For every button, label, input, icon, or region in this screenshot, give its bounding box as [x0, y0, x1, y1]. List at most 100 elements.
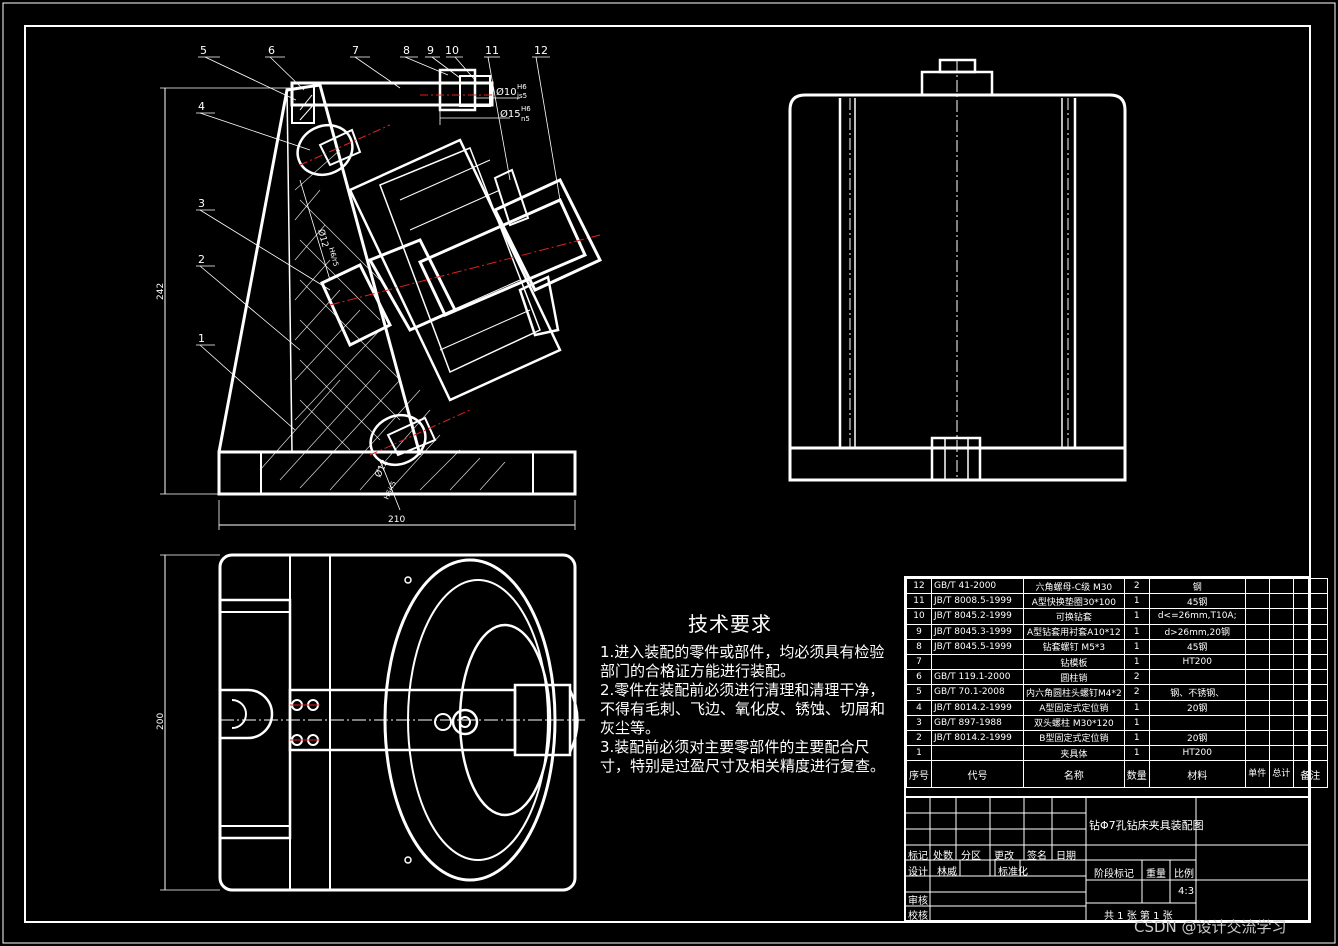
- bom-cell-u: [1244, 623, 1270, 640]
- bom-cell-u: [1244, 638, 1270, 655]
- bom-cell-material: [1148, 669, 1246, 686]
- bom-cell-t: [1268, 745, 1294, 762]
- bom-cell-u: [1244, 653, 1270, 671]
- bom-cell-code: [931, 745, 1024, 762]
- bom-cell-qty: 1: [1123, 745, 1150, 762]
- bom-cell-material: HT200: [1148, 653, 1246, 671]
- bom-cell-no: 3: [906, 714, 932, 731]
- tech-item-1: 1.进入装配的零件或部件，均必须具有检验部门的合格证方能进行装配。: [600, 643, 885, 680]
- balloon-8: 8: [403, 44, 410, 57]
- bom-cell-material: d<=26mm,T10A;: [1148, 608, 1246, 625]
- bom-header-row: 序号 代号 名称 数量 材料 单件 总计 备注: [906, 760, 1328, 789]
- balloon-labels: 5 6 7 8 9 10 11 12 4 3 2 1: [198, 44, 548, 345]
- balloon-11: 11: [485, 44, 499, 57]
- dim-height: 242: [156, 283, 166, 300]
- bom-cell-u: [1244, 684, 1270, 701]
- bom-cell-name: 夹具体: [1023, 745, 1125, 762]
- bom-cell-code: JB/T 8014.2-1999: [931, 699, 1024, 716]
- balloon-6: 6: [268, 44, 275, 57]
- bom-cell-note: [1292, 577, 1328, 595]
- bom-cell-t: [1268, 623, 1294, 640]
- frame-border: [24, 25, 1311, 923]
- bom-cell-name: B型固定式定位销: [1023, 729, 1125, 747]
- dim-phi15-fit-top: H6: [521, 105, 531, 113]
- side-view: [788, 58, 1127, 482]
- bom-cell-u: [1244, 699, 1270, 716]
- bom-cell-qty: 1: [1123, 699, 1150, 716]
- bom-cell-name: 可换钻套: [1023, 608, 1125, 625]
- bom-cell-no: 8: [906, 638, 932, 655]
- bom-cell-code: GB/T 41-2000: [931, 577, 1024, 595]
- tb-count: 处数: [933, 851, 953, 862]
- bom-cell-no: 12: [906, 577, 932, 595]
- bom-cell-material: 钢、不锈钢、: [1148, 684, 1246, 701]
- bom-cell-note: [1292, 699, 1328, 716]
- bom-cell-t: [1268, 577, 1294, 595]
- tb-review: 审核: [908, 896, 928, 907]
- bom-cell-note: [1292, 745, 1328, 762]
- bom-cell-no: 11: [906, 593, 932, 610]
- bom-cell-no: 6: [906, 669, 932, 686]
- bom-cell-material: 20钢: [1148, 729, 1246, 747]
- bom-cell-note: [1292, 638, 1328, 655]
- bom-cell-material: 45钢: [1148, 638, 1246, 655]
- bom-cell-qty: 2: [1123, 577, 1150, 595]
- bom-cell-note: [1292, 684, 1328, 701]
- bom-cell-note: [1292, 593, 1328, 610]
- bom-cell-code: JB/T 8045.2-1999: [931, 608, 1024, 625]
- bom-cell-note: [1292, 729, 1328, 747]
- bom-cell-qty: 1: [1123, 593, 1150, 610]
- tb-scale: 4:3: [1178, 886, 1195, 897]
- tb-date: 日期: [1056, 851, 1076, 862]
- dim-phi10-fit-bottom: js5: [516, 92, 527, 100]
- dim-phi12-lower: Ø12: [373, 458, 391, 479]
- tb-change: 更改: [994, 851, 1014, 862]
- bom-cell-t: [1268, 699, 1294, 716]
- bom-cell-u: [1244, 729, 1270, 747]
- tech-title: 技术要求: [688, 612, 772, 636]
- bom-cell-no: 7: [906, 653, 932, 671]
- tech-item-3: 3.装配前必须对主要零部件的主要配合尺寸，特别是过盈尺寸及相关精度进行复查。: [600, 738, 886, 775]
- balloon-2: 2: [198, 253, 205, 266]
- bom-cell-t: [1268, 684, 1294, 701]
- bom-cell-no: 5: [906, 684, 932, 701]
- balloon-3: 3: [198, 197, 205, 210]
- bom-header-unit: 单件: [1244, 760, 1270, 789]
- dim-width-front: 210: [388, 515, 405, 525]
- bom-cell-qty: 1: [1123, 638, 1150, 655]
- dim-phi12-upper-fit: H6/r5: [327, 246, 340, 267]
- bom-cell-code: GB/T 70.1-2008: [931, 684, 1024, 701]
- bom-cell-note: [1292, 623, 1328, 640]
- bom-cell-u: [1244, 714, 1270, 731]
- bom-header-total: 总计: [1268, 760, 1294, 789]
- tb-stage: 阶段标记: [1094, 869, 1134, 880]
- bom-cell-code: JB/T 8045.3-1999: [931, 623, 1024, 640]
- bom-cell-note: [1292, 653, 1328, 671]
- dim-phi12-lower-fit: H6/r5: [383, 480, 398, 501]
- bom-cell-name: 双头螺柱 M30*120: [1023, 714, 1125, 731]
- balloon-1: 1: [198, 332, 205, 345]
- bom-cell-code: GB/T 119.1-2000: [931, 669, 1024, 686]
- bom-header-code: 代号: [931, 760, 1024, 789]
- tb-std: 标准化: [998, 867, 1028, 878]
- bom-header-material: 材料: [1148, 760, 1246, 789]
- hatch-lines: [259, 149, 506, 491]
- bom-header-no: 序号: [906, 760, 932, 789]
- bom-cell-qty: 1: [1123, 714, 1150, 731]
- drawing-title: 钻Φ7孔钻床夹具装配图: [1089, 819, 1204, 832]
- dimension-labels: 242 210 200 Ø10 H6 js5 Ø15 H6 n5 Ø12 H6/…: [156, 83, 531, 730]
- tb-designer: 林威: [937, 867, 957, 878]
- balloon-7: 7: [352, 44, 359, 57]
- tb-sheets: 共 1 张 第 1 张: [1104, 911, 1173, 922]
